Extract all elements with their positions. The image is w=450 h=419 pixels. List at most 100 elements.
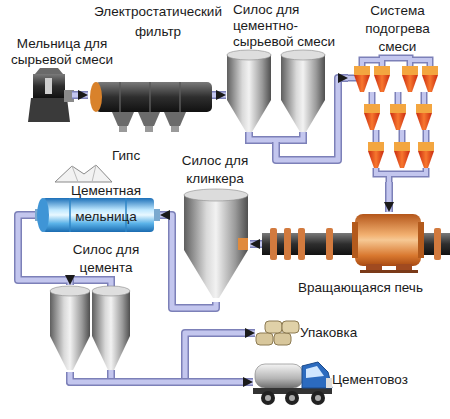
mill-base [28, 98, 70, 122]
truck-wheel [285, 391, 299, 405]
hopper-outlet [171, 126, 179, 132]
wheel-hub [265, 395, 271, 401]
kiln-ring [298, 228, 305, 260]
pipe [348, 58, 430, 182]
bag [282, 321, 299, 333]
silo-body [50, 291, 90, 336]
pipe-connector [70, 333, 255, 382]
truck-wheel [261, 391, 275, 405]
drum-collar [352, 222, 358, 258]
truck-window [306, 366, 324, 378]
pipe-connector [72, 95, 88, 96]
silo-body [227, 55, 271, 100]
filter-cap [90, 82, 102, 112]
raw-mill: Мельница для сырьевой смеси [25, 68, 72, 122]
raw-silo-shape [227, 50, 325, 142]
kiln-shape [262, 214, 450, 273]
hopper-outlet [145, 126, 153, 132]
kiln-drum [355, 214, 421, 266]
material-label: Гипс [112, 148, 152, 164]
pipe-outline [72, 91, 88, 99]
truck-cab [302, 362, 332, 388]
preheater: Система подогрева смеси [348, 56, 442, 182]
silo-top [281, 50, 325, 60]
filter-body [95, 82, 212, 112]
cyclone [354, 66, 370, 92]
pipe [212, 93, 226, 98]
machine-label: Цементная мельница [62, 178, 150, 230]
silo-cone [92, 336, 130, 370]
silo-inlet [238, 238, 248, 250]
pile-shade [72, 165, 96, 182]
machine-label: Вращающаяся печь [298, 280, 448, 296]
cement-silo-shape [50, 280, 130, 382]
cyclone [390, 104, 406, 130]
raw-mill-shape [28, 68, 74, 122]
cyclone [416, 104, 432, 130]
gypsum-shape [55, 165, 112, 182]
cyclone [364, 104, 380, 130]
hopper-outlet [119, 126, 127, 132]
pipe-outline [70, 372, 253, 382]
pipe-outline [212, 91, 226, 99]
pipe-connector [212, 95, 226, 96]
pipe [249, 132, 303, 142]
silo-cone [184, 250, 248, 298]
wheel-hub [315, 395, 321, 401]
kiln-ring [326, 228, 333, 260]
truck-wheel [311, 391, 325, 405]
silo-label: Силос для цемента [66, 241, 146, 277]
silo-cone [50, 336, 90, 370]
kiln-ring [284, 228, 291, 260]
pipe-connector [70, 372, 253, 382]
machine-label: Система подогрева смеси [350, 2, 445, 56]
pipe-connector [389, 182, 390, 212]
bag [265, 321, 282, 333]
mill-body [33, 74, 65, 98]
silo-top [50, 286, 90, 296]
truck-shape [253, 362, 332, 405]
pipe-outline [70, 333, 255, 382]
silo-top [92, 286, 130, 296]
kiln-base [360, 270, 418, 273]
cement-truck: Цементовоз [253, 355, 332, 406]
output-label: Упаковка [300, 325, 380, 341]
truck-tank [255, 364, 303, 388]
mill-shaft [45, 78, 52, 94]
electrostatic-filter: Электростатический фильтр [88, 80, 212, 135]
cyclone [374, 66, 390, 92]
pipe-outline [250, 240, 262, 248]
bag [274, 333, 291, 345]
pipe-connector [250, 244, 262, 245]
drum-collar [418, 222, 424, 258]
machine-label: Мельница для сырьевой смеси [2, 36, 122, 68]
silo-cone [281, 100, 325, 132]
machine-label: Электростатический фильтр [78, 2, 238, 42]
pipe [70, 333, 255, 382]
filter-hopper [112, 112, 134, 126]
silo-cone [227, 100, 271, 132]
kiln-ring [434, 228, 441, 260]
silo-label: Силос для цементно- сырьевой смеси [233, 2, 345, 50]
mill-crown [35, 68, 63, 74]
pipe [70, 372, 253, 382]
preheater-shape [348, 58, 438, 182]
output-label: Цементовоз [332, 372, 432, 388]
filter-hopper [164, 112, 186, 126]
rotary-kiln: Вращающаяся печь [262, 212, 450, 274]
gypsum-pile: Гипс [55, 163, 112, 183]
mill-motor [64, 90, 74, 102]
truck-grill [326, 378, 332, 388]
silo-body [92, 291, 130, 336]
filter-shape [90, 82, 212, 132]
silo-label: Силос для клинкера [170, 152, 260, 188]
filter-ridges [120, 82, 180, 112]
cement-mill: Цементная мельница [35, 195, 160, 235]
cyclone [368, 142, 384, 168]
cyclone [418, 142, 434, 168]
bag [256, 333, 273, 345]
pipe-outline [348, 58, 430, 182]
cyclone [394, 142, 410, 168]
pipe [250, 242, 262, 247]
